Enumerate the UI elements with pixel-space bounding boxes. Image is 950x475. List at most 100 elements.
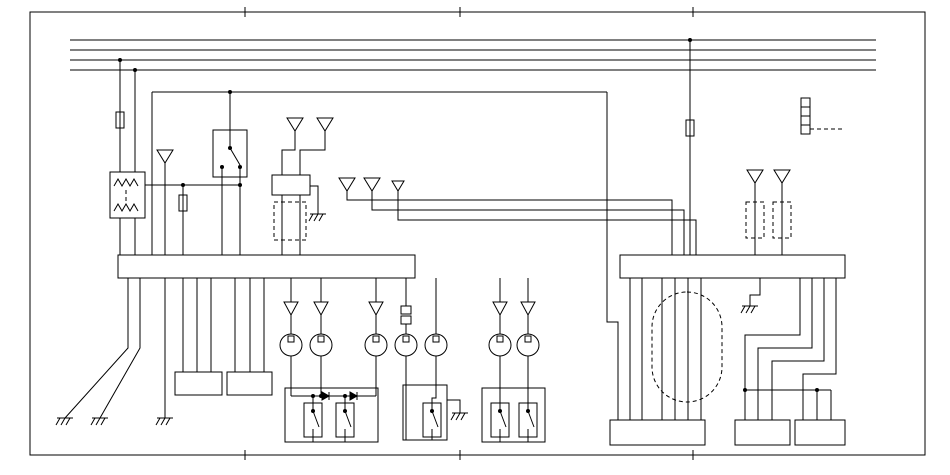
switch-cell [518,402,538,438]
switch-box-3 [481,387,546,443]
junction-dot [526,409,530,413]
switch-cell [303,402,323,438]
connector-triangle-icon [286,117,304,132]
ground-icon [90,417,108,426]
ground-icon [308,213,326,222]
control-unit-box [271,174,311,196]
right-dashed-component [745,201,765,239]
fuse [115,111,125,129]
lamp-circle [424,333,448,357]
connector-triangle-icon [368,301,384,317]
wire [606,92,619,420]
connector-triangle-icon [156,149,174,164]
left-connector-strip [117,254,416,279]
bottom-right-unit-c [794,419,846,446]
junction-dot [343,409,347,413]
switch-blade [344,410,352,428]
bottom-left-unit-b [226,371,273,396]
junction-dot [815,388,819,392]
lamp-circle [394,333,418,357]
canister-capsule [651,291,723,403]
relay-blade [229,147,241,166]
junction-dot [220,165,224,169]
junction-dot [311,409,315,413]
connector-triangle-icon [492,301,508,317]
relay-box [212,129,248,178]
right-connector-strip [619,254,846,279]
lamp-filament [317,335,325,343]
switch-box-1 [284,387,379,443]
junction-dot [743,388,747,392]
diode-icon [321,391,331,401]
lamp-circle [279,333,303,357]
inline-block [400,315,412,325]
right-dashed-component [772,201,792,239]
fuse [685,119,695,137]
wire [281,131,296,175]
switch-blade [527,410,535,428]
junction-dot [228,146,232,150]
switch-cell [422,402,442,438]
junction-dot [319,394,323,398]
lamp-circle [488,333,512,357]
junction-dot [133,68,137,72]
switch-cell [490,402,510,438]
connector-triangle-icon [773,169,791,184]
connector-triangle-icon [391,180,405,192]
connector-triangle-icon [313,301,329,317]
junction-dot [688,38,692,42]
junction-dot [343,394,347,398]
junction-dot [118,58,122,62]
wire [431,356,437,403]
lamp-filament [402,335,410,343]
coil-zigzag [113,177,139,188]
connector-triangle-icon [746,169,764,184]
wire [757,278,813,420]
wire [310,185,319,214]
junction-dot [498,409,502,413]
ground-icon [55,417,73,426]
connector-triangle-icon [363,177,381,192]
junction-dot [311,394,315,398]
lamp-filament [287,335,295,343]
ground-icon [740,305,758,314]
lamp-filament [496,335,504,343]
frame-border [29,11,926,456]
legend-square [800,106,811,117]
lamp-filament [524,335,532,343]
junction-dot [238,183,242,187]
legend-square [800,115,811,126]
wire [99,278,141,419]
switch-cell [335,402,355,438]
connector-triangle-icon [316,117,334,132]
bottom-right-unit-a [609,419,706,446]
wire [802,278,837,420]
coil-unit-box [109,171,146,219]
wire [397,191,697,255]
ground-icon [450,412,468,421]
diode-icon [349,391,359,401]
lamp-circle [516,333,540,357]
switch-blade [431,410,439,428]
legend-square [800,97,811,108]
lamp-filament [432,335,440,343]
wire [64,278,129,419]
connector-triangle-icon [338,177,356,192]
sensor-dashed-box [273,201,307,241]
switch-box-2 [402,384,448,441]
bottom-right-unit-b [734,419,791,446]
legend-square [800,124,811,135]
wire [771,278,825,420]
fuse [178,194,188,212]
lamp-circle [364,333,388,357]
wire [749,278,761,306]
wire [299,131,326,175]
connector-triangle-icon [520,301,536,317]
switch-blade [499,410,507,428]
wire [371,191,685,255]
bottom-left-unit-a [174,371,223,396]
inline-block [400,305,412,315]
switch-blade [312,410,320,428]
